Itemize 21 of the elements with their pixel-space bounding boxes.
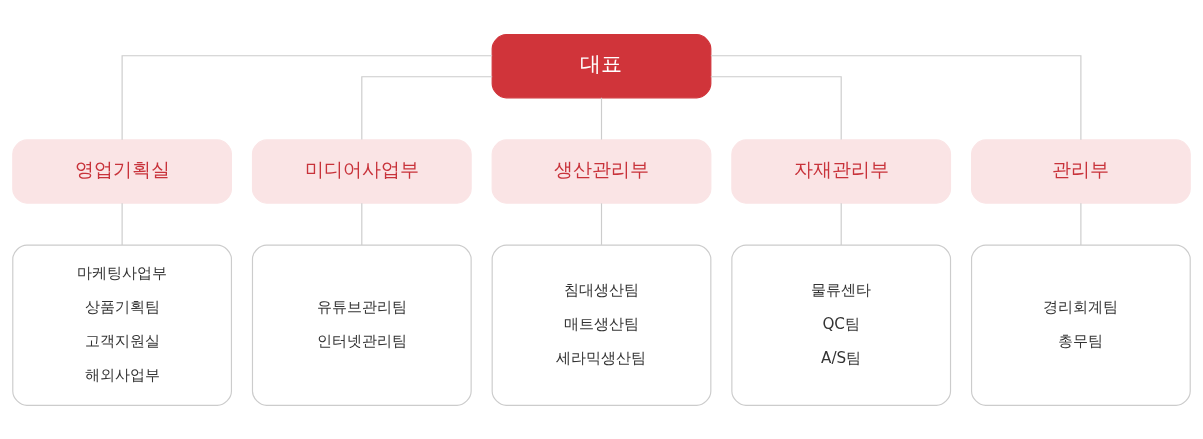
node-box: 영업기획실	[12, 138, 233, 204]
node-box: 관리부	[970, 138, 1191, 204]
connector	[600, 96, 603, 140]
connector	[710, 54, 1082, 140]
node-box: 물류센타 QC팀 A/S팀	[731, 244, 952, 406]
connector	[840, 202, 842, 245]
connector	[361, 202, 363, 245]
node-box: 생산관리부	[491, 138, 712, 204]
node-box: 미디어사업부	[251, 138, 472, 204]
node-box: 경리회계팀 총무팀	[970, 244, 1191, 406]
connector	[121, 54, 493, 140]
node-box: 대표	[491, 33, 712, 98]
connector	[1080, 202, 1082, 245]
node-box: 유튜브관리팀 인터넷관리팀	[251, 244, 472, 406]
node-box: 자재관리부	[731, 138, 952, 204]
connector	[600, 202, 603, 245]
connector	[361, 75, 493, 140]
connector	[121, 202, 123, 245]
node-box: 침대생산팀 매트생산팀 세라믹생산팀	[491, 244, 712, 406]
node-box: 마케팅사업부 상품기획팀 고객지원실 해외사업부	[12, 244, 233, 406]
connector	[710, 75, 842, 140]
